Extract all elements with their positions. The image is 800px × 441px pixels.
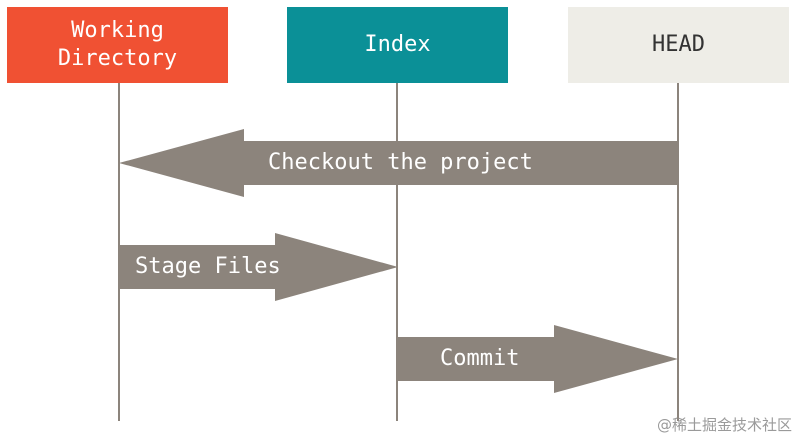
index-box: Index (287, 7, 508, 83)
head-box: HEAD (568, 7, 789, 83)
commit-arrow (398, 325, 678, 393)
index-lifeline (396, 83, 398, 421)
head-lifeline (677, 83, 679, 421)
commit-arrow-label: Commit (440, 346, 520, 371)
working-directory-box: Working Directory (7, 7, 228, 83)
stage-files-arrow (119, 233, 398, 301)
checkout-arrow (119, 129, 678, 197)
stage-files-arrow-label: Stage Files (135, 254, 281, 279)
checkout-arrow-label: Checkout the project (268, 150, 533, 175)
watermark-text: @稀土掘金技术社区 (656, 416, 792, 434)
